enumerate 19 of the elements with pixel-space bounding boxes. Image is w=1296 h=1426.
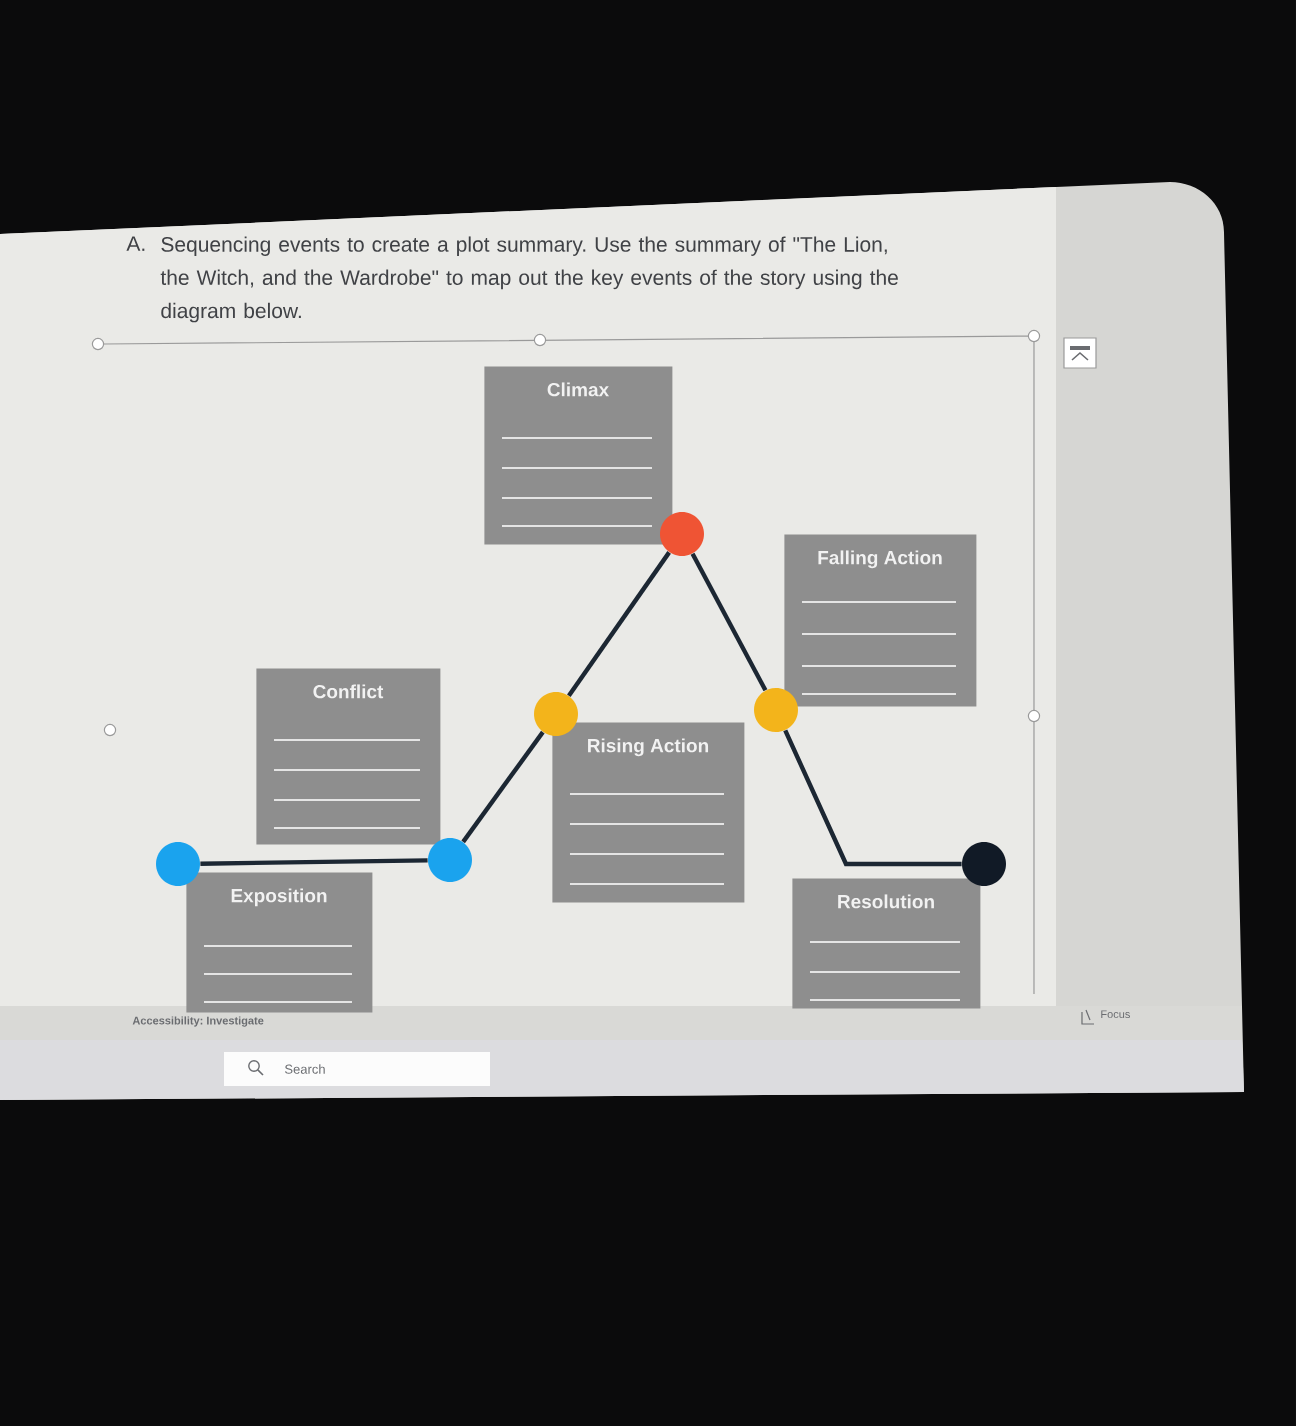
text-box: Conflict: [256, 668, 441, 845]
text-box: Climax: [484, 366, 673, 545]
text-box: Falling Action: [784, 534, 977, 707]
instruction-text: Sequencing events to create a plot summary. Use the summary of "The Lion, the Witch, and the Wardrobe" to map out the key events of the story using the diagram below.: [160, 236, 898, 323]
plot-point: [962, 842, 1006, 886]
plot-point: [754, 688, 798, 732]
plot-line: [690, 552, 768, 692]
plot-line: [783, 729, 962, 867]
text-box: Rising Action: [552, 722, 745, 903]
item-letter: A.: [126, 236, 145, 251]
text-box: Exposition: [186, 872, 373, 1013]
plot-point: [156, 842, 200, 886]
plot-point: [660, 512, 704, 556]
plot-line: [200, 858, 428, 866]
text-box: Resolution: [792, 878, 981, 1009]
plot-point: [534, 692, 578, 736]
plot-point: [428, 838, 472, 882]
plot-line: [461, 730, 545, 844]
plot-line: [567, 551, 671, 697]
